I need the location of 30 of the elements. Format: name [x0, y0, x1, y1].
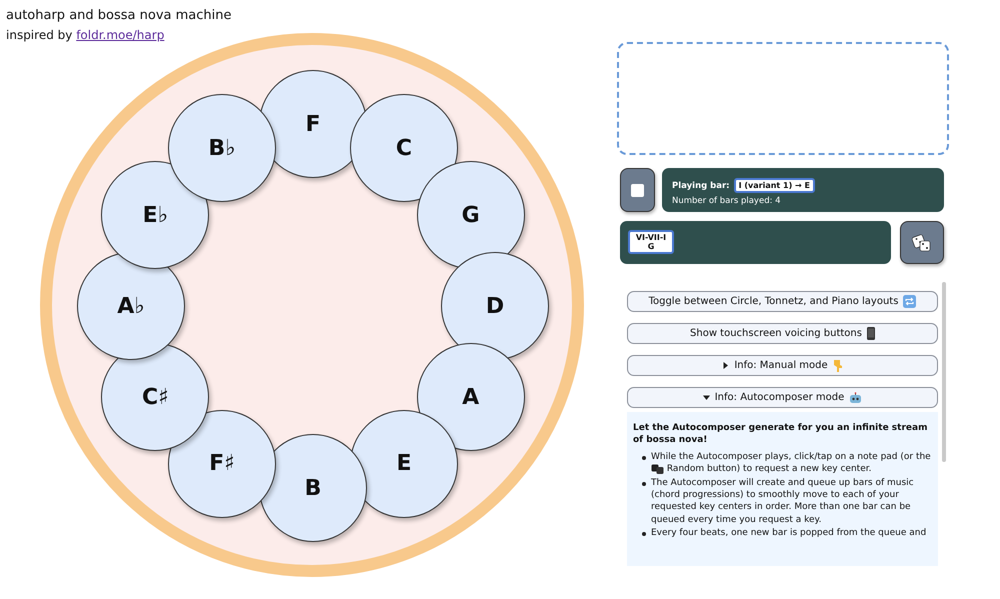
chord-chip: VI-VII-I G [628, 230, 674, 254]
note-label: D [486, 294, 504, 318]
note-label: A [462, 384, 480, 410]
status-label: Playing bar: [672, 180, 730, 190]
note-label: G [462, 202, 480, 228]
bullet-text: Every four beats, one new bar is popped from the queue and [651, 528, 926, 538]
button: Show touchscreen voicing buttons [627, 323, 938, 344]
button: Info: Manual mode [627, 355, 938, 376]
note-label: E [396, 451, 412, 476]
bullet-text: Random button) to request a new key center. [666, 464, 872, 474]
note-label: F [305, 112, 321, 136]
button: Toggle between Circle, Tonnetz, and Piano layouts [627, 291, 938, 312]
status-text: Number of bars played: 4 [672, 196, 781, 206]
drop-zone [617, 42, 949, 155]
link: foldr.moe/harp [76, 28, 164, 42]
bullet-text: The Autocomposer will create and queue up bars of music (chord progressions) to smoothly move to each of your requested key centers in order. More than one bar can be queued every time you request a key. [651, 478, 914, 525]
note-label: C [396, 136, 412, 161]
note-label: B♭ [208, 136, 236, 161]
note-label: E♭ [142, 202, 168, 228]
note-label: F♯ [209, 451, 235, 476]
chord-chip: I (variant 1) → E [734, 178, 815, 193]
info-heading: Let the Autocomposer generate for you an infinite stream of bossa nova! [633, 422, 928, 447]
note-label: C♯ [142, 384, 169, 410]
subtitle-text: inspired by foldr.moe/harp [6, 28, 164, 42]
note-label: A♭ [117, 294, 145, 318]
note-label: B [304, 476, 322, 500]
bullet-text: While the Autocomposer plays, click/tap on a note pad (or the [651, 452, 931, 462]
note-pad [259, 434, 367, 542]
button: Info: Autocomposer mode [627, 387, 938, 408]
page-title: autoharp and bossa nova machine [6, 8, 232, 23]
